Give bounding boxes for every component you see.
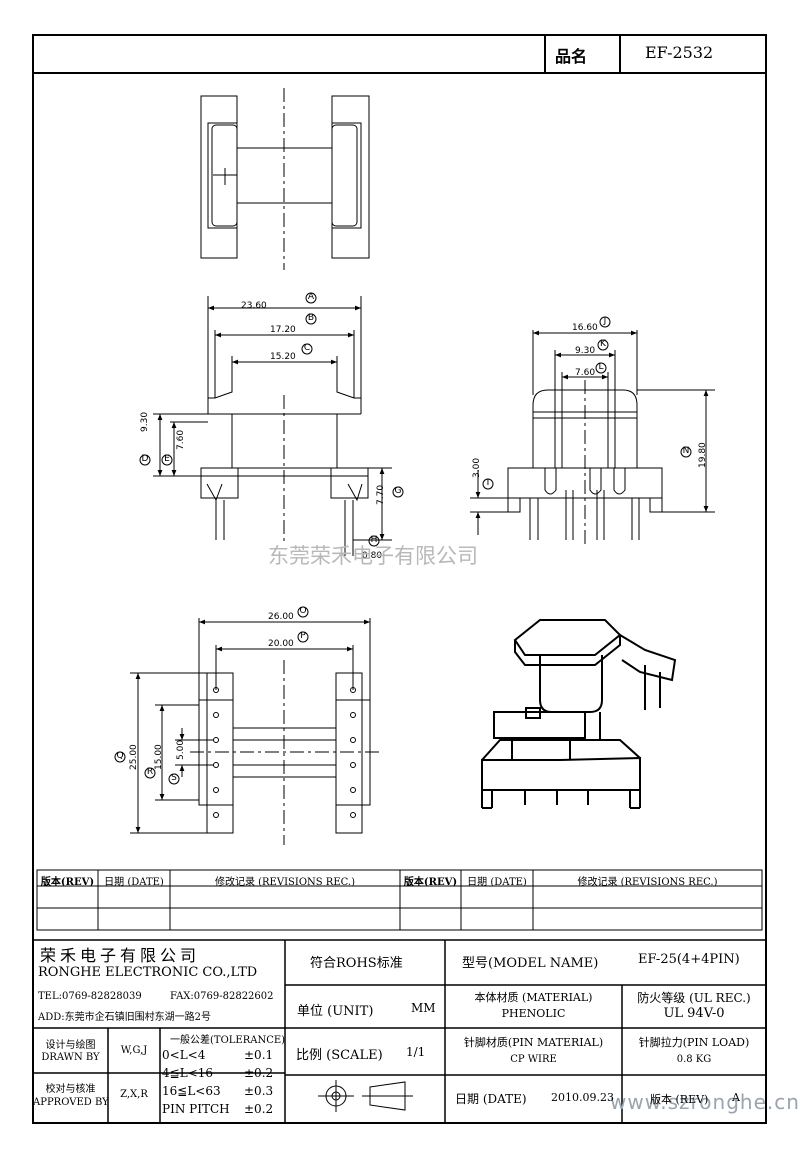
- marker-d: D: [141, 454, 149, 464]
- rec-header-2: 修改记录 (REVISIONS REC.): [577, 877, 718, 888]
- marker-o: O: [299, 606, 307, 616]
- company-tel: TEL:0769-82828039: [38, 991, 142, 1002]
- tol-range-1: 0<L<4: [162, 1048, 206, 1062]
- company-fax: FAX:0769-82822602: [170, 991, 274, 1002]
- marker-q: Q: [116, 751, 124, 761]
- marker-l: L: [598, 362, 604, 372]
- marker-p: P: [300, 631, 306, 641]
- marker-s: S: [171, 773, 177, 783]
- tol-value-3: ±0.3: [244, 1084, 274, 1098]
- marker-c: C: [303, 343, 311, 353]
- tol-range-3: 16≦L<63: [162, 1084, 221, 1098]
- dim-value-q: 25.00: [129, 744, 139, 770]
- tol-value-4: ±0.2: [244, 1102, 274, 1116]
- dim-value-l: 7.60: [575, 368, 596, 378]
- designer-label-en: DRAWN BY: [41, 1052, 100, 1063]
- bottom-view: [130, 618, 380, 845]
- dim-value-e: 7.60: [176, 429, 186, 450]
- material-label: 本体材质 (MATERIAL): [474, 991, 593, 1004]
- revision-table: [36, 869, 763, 931]
- dim-value-o: 26.00: [268, 612, 294, 622]
- approver-label-en: APPROVED BY: [33, 1097, 109, 1108]
- version-value: A: [732, 1091, 740, 1104]
- dim-value-c: 15.20: [270, 352, 296, 362]
- marker-i: I: [486, 478, 490, 488]
- approver-value: Z,X,R: [120, 1089, 148, 1100]
- fire-rating-label: 防火等级 (UL REC.): [637, 991, 751, 1005]
- dim-value-k: 9.30: [575, 346, 596, 356]
- model-label: 型号(MODEL NAME): [462, 956, 599, 971]
- model-value: EF-25(4+4PIN): [638, 952, 740, 967]
- dim-value-i: 3.00: [472, 457, 482, 478]
- fire-rating-value: UL 94V-0: [663, 1006, 725, 1021]
- tol-range-4: PIN PITCH: [162, 1102, 230, 1116]
- marker-n: N: [682, 446, 690, 456]
- designer-value: W,G,J: [120, 1045, 148, 1056]
- designer-label-cn: 设计与绘图: [45, 1040, 96, 1051]
- side-view: [470, 330, 715, 545]
- date-value: 2010.09.23: [551, 1091, 614, 1104]
- version-label: 版本 (REV): [650, 1093, 709, 1106]
- dim-value-j: 16.60: [572, 323, 598, 333]
- pin-material-label: 针脚材质(PIN MATERIAL): [463, 1036, 604, 1049]
- scale-value: 1/1: [406, 1045, 426, 1059]
- dim-value-r: 15.00: [154, 744, 164, 770]
- company-name-en: RONGHE ELECTRONIC CO.,LTD: [38, 965, 258, 980]
- dim-value-a: 23.60: [241, 301, 267, 311]
- pin-load-value: 0.8 KG: [676, 1054, 712, 1065]
- rev-header-1: 版本(REV): [40, 877, 95, 888]
- approver-label-cn: 校对与核准: [45, 1084, 96, 1095]
- date-header-1: 日期 (DATE): [104, 877, 164, 888]
- product-name: EF-2532: [645, 43, 714, 62]
- dim-value-p: 20.00: [268, 639, 294, 649]
- pin-load-label: 针脚拉力(PIN LOAD): [638, 1036, 750, 1049]
- marker-k: K: [600, 339, 606, 349]
- dim-value-b: 17.20: [270, 325, 296, 335]
- projection-symbol-icon: [318, 1080, 413, 1112]
- marker-b: B: [307, 313, 315, 323]
- marker-g: G: [394, 486, 402, 496]
- material-value: PHENOLIC: [501, 1007, 566, 1020]
- company-address: ADD:东莞市企石镇旧围村东湖一路2号: [38, 1012, 211, 1023]
- unit-value: MM: [411, 1001, 436, 1015]
- rec-header-1: 修改记录 (REVISIONS REC.): [214, 877, 356, 888]
- outer-frame: [32, 34, 767, 1124]
- title-block-lines: [33, 939, 766, 1123]
- dim-value-h: 0.80: [362, 551, 383, 561]
- dim-value-n: 19.80: [698, 442, 708, 468]
- dim-value-g: 7.70: [376, 484, 386, 505]
- tol-value-2: ±0.2: [244, 1066, 274, 1080]
- company-name-cn: 荣禾电子有限公司: [40, 946, 201, 965]
- watermark-url: www.szronghe.cn: [610, 1090, 800, 1114]
- isometric-view: [481, 619, 677, 809]
- product-label: 品名: [555, 47, 588, 66]
- rev-header-2: 版本(REV): [403, 877, 458, 888]
- dim-value-s: 5.00: [176, 739, 186, 760]
- date-header-2: 日期 (DATE): [467, 877, 527, 888]
- tolerance-title: 一般公差(TOLERANCE): [170, 1035, 286, 1046]
- top-view: [200, 88, 370, 270]
- marker-h: H: [370, 535, 378, 545]
- front-view: [153, 296, 392, 556]
- marker-e: E: [164, 454, 170, 464]
- dim-value-d: 9.30: [140, 411, 150, 432]
- unit-label: 单位 (UNIT): [297, 1004, 374, 1019]
- pin-material-value: CP WIRE: [510, 1054, 557, 1065]
- rohs-note: 符合ROHS标准: [310, 956, 403, 971]
- tol-value-1: ±0.1: [244, 1048, 274, 1062]
- marker-j: J: [603, 316, 607, 326]
- marker-a: A: [307, 292, 315, 302]
- marker-r: R: [146, 767, 154, 777]
- scale-label: 比例 (SCALE): [296, 1048, 383, 1063]
- tol-range-2: 4≦L<16: [162, 1066, 213, 1080]
- date-label: 日期 (DATE): [455, 1092, 527, 1106]
- watermark-company: 东莞荣禾电子有限公司: [268, 544, 478, 568]
